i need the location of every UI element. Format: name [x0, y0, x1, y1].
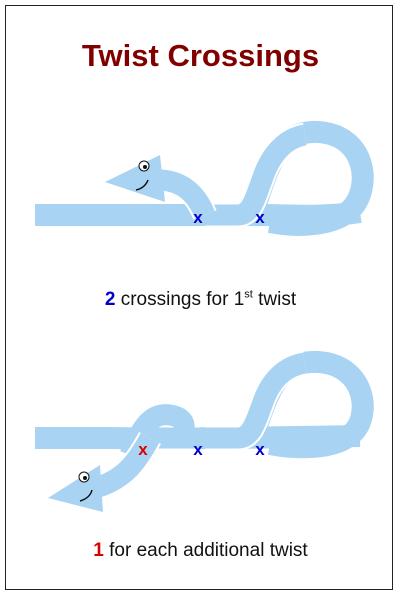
- top-caption-text: crossings for 1: [115, 289, 245, 310]
- slide-title: Twist Crossings: [81, 38, 320, 73]
- top-caption-sup: st: [244, 288, 253, 301]
- crossing-mark-2: x: [193, 440, 203, 459]
- double-twist-diagram: x x x: [35, 350, 374, 512]
- crossing-mark-3: x: [255, 440, 265, 459]
- crossing-mark-2: x: [255, 208, 265, 227]
- crossing-mark-1: x: [138, 440, 148, 459]
- crossing-mark-1: x: [193, 208, 203, 227]
- ribbon-head: [48, 465, 103, 512]
- top-caption-number: 2: [104, 289, 116, 310]
- ribbon-head: [105, 155, 165, 202]
- bottom-caption-text: for each additional twist: [103, 540, 308, 561]
- top-caption: 2 crossings for 1st twist: [0, 289, 401, 311]
- ribbon-loop: [35, 350, 374, 501]
- bottom-caption-number: 1: [93, 540, 104, 561]
- single-twist-diagram: x x: [35, 121, 374, 236]
- bottom-caption: 1 for each additional twist: [0, 540, 401, 562]
- top-caption-tail: twist: [252, 289, 297, 310]
